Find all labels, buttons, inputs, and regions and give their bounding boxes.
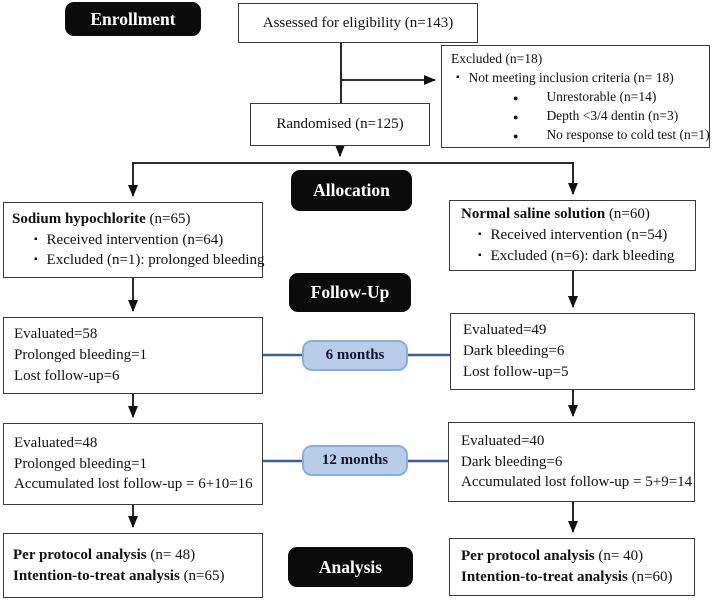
excluded-detail-row: ● Depth <3/4 dentin (n=3) (513, 106, 701, 125)
round-bullet-icon: ● (513, 92, 519, 103)
left-allocation-item: Excluded (n=1): prolonged bleeding (46, 252, 265, 269)
square-bullet-icon: ▪ (34, 233, 38, 245)
right-allocation-item: Received intervention (n=54) (490, 227, 668, 244)
right-allocation-item-row: ▪ Excluded (n=6): dark bleeding (478, 246, 687, 267)
assessed-text: Assessed for eligibility (n=143) (262, 14, 454, 31)
left-analysis-box: Per protocol analysis (n= 48) Intention-… (3, 533, 263, 598)
stage-allocation-label: Allocation (313, 180, 390, 200)
excluded-detail-row: ● No response to cold test (n=1) (513, 125, 710, 144)
stage-enrollment-label: Enrollment (90, 8, 176, 29)
stage-analysis: Analysis (288, 547, 413, 587)
left-analysis-line2: Intention-to-treat analysis (n=65) (13, 567, 225, 584)
randomised-box: Randomised (n=125) (250, 103, 430, 146)
left-allocation-item-row: ▪ Excluded (n=1): prolonged bleeding (34, 250, 265, 271)
right-allocation-item-row: ▪ Received intervention (n=54) (478, 225, 687, 246)
right-analysis-box: Per protocol analysis (n= 40) Intention-… (449, 538, 695, 596)
twelve-months-label: 12 months (321, 452, 389, 468)
stage-follow-up: Follow-Up (289, 273, 411, 312)
square-bullet-icon: ▪ (456, 71, 460, 83)
left-twelve-months-line: Accumulated lost follow-up = 6+10=16 (14, 476, 253, 493)
left-twelve-months-line: Evaluated=48 (14, 434, 98, 451)
right-six-months-line: Lost follow-up=5 (463, 363, 569, 380)
normal-saline-box: Normal saline solution (n=60) ▪ Received… (449, 200, 696, 271)
square-bullet-icon: ▪ (478, 229, 482, 241)
excluded-detail: Unrestorable (n=14) (546, 88, 657, 104)
right-twelve-months-box: Evaluated=40 Dark bleeding=6 Accumulated… (448, 422, 695, 502)
left-six-months-box: Evaluated=58 Prolonged bleeding=1 Lost f… (3, 317, 263, 394)
stage-enrollment: Enrollment (65, 2, 201, 36)
excluded-detail-row: ● Unrestorable (n=14) (513, 87, 701, 106)
right-allocation-item: Excluded (n=6): dark bleeding (490, 247, 675, 264)
randomised-text: Randomised (n=125) (276, 116, 404, 133)
six-months-label: 6 months (325, 347, 385, 363)
round-bullet-icon: ● (513, 112, 519, 123)
excluded-detail: No response to cold test (n=1) (546, 127, 710, 143)
stage-follow-up-label: Follow-Up (310, 282, 390, 302)
square-bullet-icon: ▪ (478, 249, 482, 261)
excluded-detail: Depth <3/4 dentin (n=3) (546, 108, 679, 124)
right-six-months-line: Dark bleeding=6 (463, 343, 565, 360)
right-allocation-title: Normal saline solution (n=60) (461, 206, 650, 223)
stage-analysis-label: Analysis (318, 556, 383, 577)
left-twelve-months-line: Prolonged bleeding=1 (14, 455, 148, 472)
left-allocation-item: Received intervention (n=64) (46, 231, 224, 248)
right-twelve-months-line: Accumulated lost follow-up = 5+9=14 (461, 474, 693, 491)
left-six-months-line: Prolonged bleeding=1 (14, 347, 148, 364)
right-twelve-months-line: Evaluated=40 (461, 432, 545, 449)
right-analysis-line1: Per protocol analysis (n= 40) (461, 548, 644, 565)
round-bullet-icon: ● (513, 131, 519, 142)
excluded-reason-row: ▪ Not meeting inclusion criteria (n= 18) (456, 68, 701, 87)
twelve-months-pill: 12 months (302, 445, 408, 476)
left-analysis-line1: Per protocol analysis (n= 48) (13, 546, 196, 563)
left-allocation-title: Sodium hypochlorite (n=65) (12, 210, 191, 227)
left-six-months-line: Lost follow-up=6 (14, 367, 120, 384)
left-six-months-line: Evaluated=58 (14, 326, 98, 343)
right-twelve-months-line: Dark bleeding=6 (461, 453, 563, 470)
excluded-box: Excluded (n=18) ▪ Not meeting inclusion … (441, 45, 710, 148)
stage-allocation: Allocation (291, 170, 412, 211)
assessed-box: Assessed for eligibility (n=143) (238, 3, 478, 43)
square-bullet-icon: ▪ (34, 254, 38, 266)
left-allocation-item-row: ▪ Received intervention (n=64) (34, 230, 254, 251)
right-analysis-line2: Intention-to-treat analysis (n=60) (461, 569, 673, 585)
right-six-months-box: Evaluated=49 Dark bleeding=6 Lost follow… (450, 313, 695, 390)
excluded-reason: Not meeting inclusion criteria (n= 18) (468, 69, 674, 85)
six-months-pill: 6 months (302, 340, 408, 371)
sodium-hypochlorite-box: Sodium hypochlorite (n=65) ▪ Received in… (3, 202, 265, 278)
excluded-title: Excluded (n=18) (451, 50, 543, 66)
left-twelve-months-box: Evaluated=48 Prolonged bleeding=1 Accumu… (3, 423, 263, 505)
right-six-months-line: Evaluated=49 (463, 322, 547, 339)
